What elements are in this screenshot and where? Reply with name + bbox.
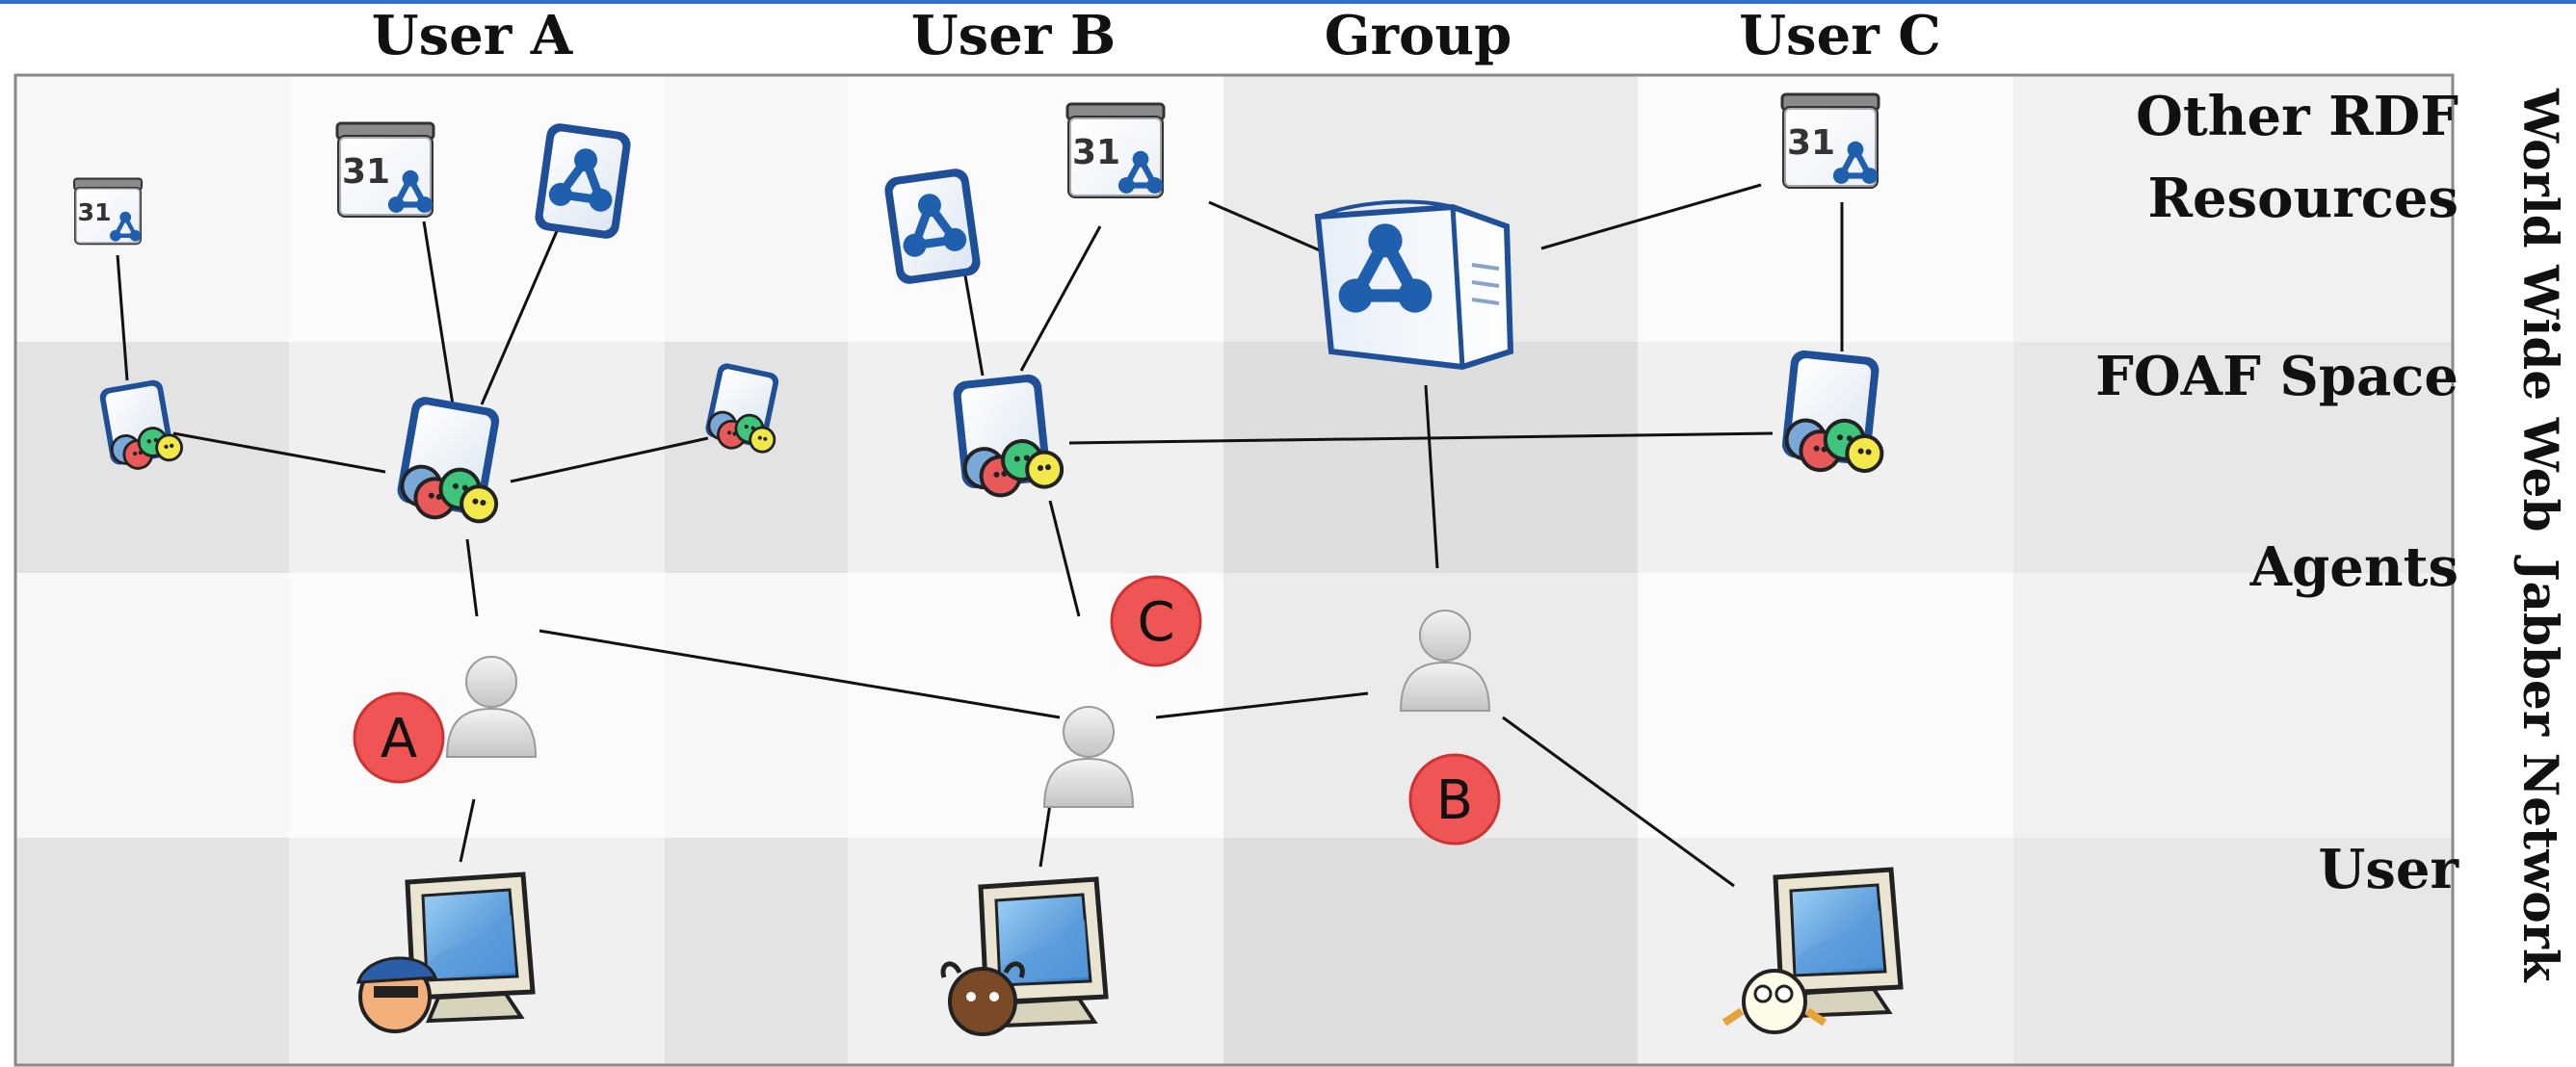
column-label-user-c: User C	[1739, 4, 1941, 67]
badge-c-label: C	[1137, 591, 1174, 654]
column-label-user-a: User A	[372, 4, 574, 67]
top-rule	[0, 0, 2576, 4]
connection-lines	[116, 183, 1844, 888]
badge-c: C	[1110, 575, 1202, 667]
row-label-other-rdf-line2: Resources	[2147, 167, 2458, 230]
grid-background	[13, 73, 2455, 1067]
badge-a-label: A	[381, 708, 417, 770]
calendar-icon-small-left	[74, 179, 142, 244]
column-label-group: Group	[1325, 4, 1512, 67]
avatar-c	[1722, 969, 1827, 1034]
row-label-user: User	[2319, 838, 2460, 901]
calendar-icon-user-b	[1067, 104, 1164, 196]
rdf-document-icon-user-b	[883, 167, 983, 285]
side-label-world-wide-web: World Wide Web	[2512, 88, 2569, 532]
avatar-b	[940, 961, 1025, 1036]
calendar-icon-user-a	[337, 123, 434, 216]
side-label-jabber-network: Jabber Network	[2512, 555, 2569, 983]
row-label-foaf-space: FOAF Space	[2095, 345, 2458, 408]
rdf-document-icon-user-a	[534, 121, 633, 240]
badge-b: B	[1408, 753, 1501, 846]
badge-a: A	[353, 691, 445, 784]
column-label-user-b: User B	[911, 4, 1116, 67]
avatar-a	[356, 956, 438, 1033]
calendar-icon-user-c	[1782, 94, 1879, 187]
row-label-agents: Agents	[2249, 535, 2458, 599]
row-label-other-rdf-line1: Other RDF	[2136, 85, 2458, 148]
badge-b-label: B	[1436, 769, 1473, 832]
rdf-server-icon-group	[1318, 202, 1511, 367]
